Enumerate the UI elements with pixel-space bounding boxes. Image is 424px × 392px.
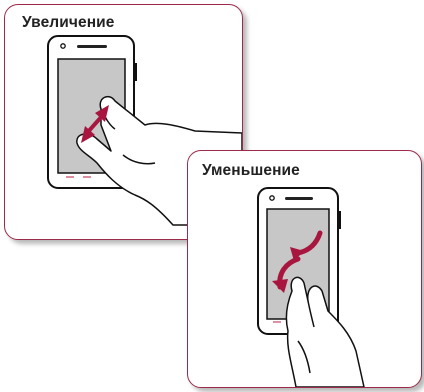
zoom-out-illustration xyxy=(188,151,421,387)
zoom-out-panel: Уменьшение xyxy=(187,150,422,388)
zoom-out-title: Уменьшение xyxy=(202,162,300,180)
zoom-in-title: Увеличение xyxy=(22,14,115,32)
